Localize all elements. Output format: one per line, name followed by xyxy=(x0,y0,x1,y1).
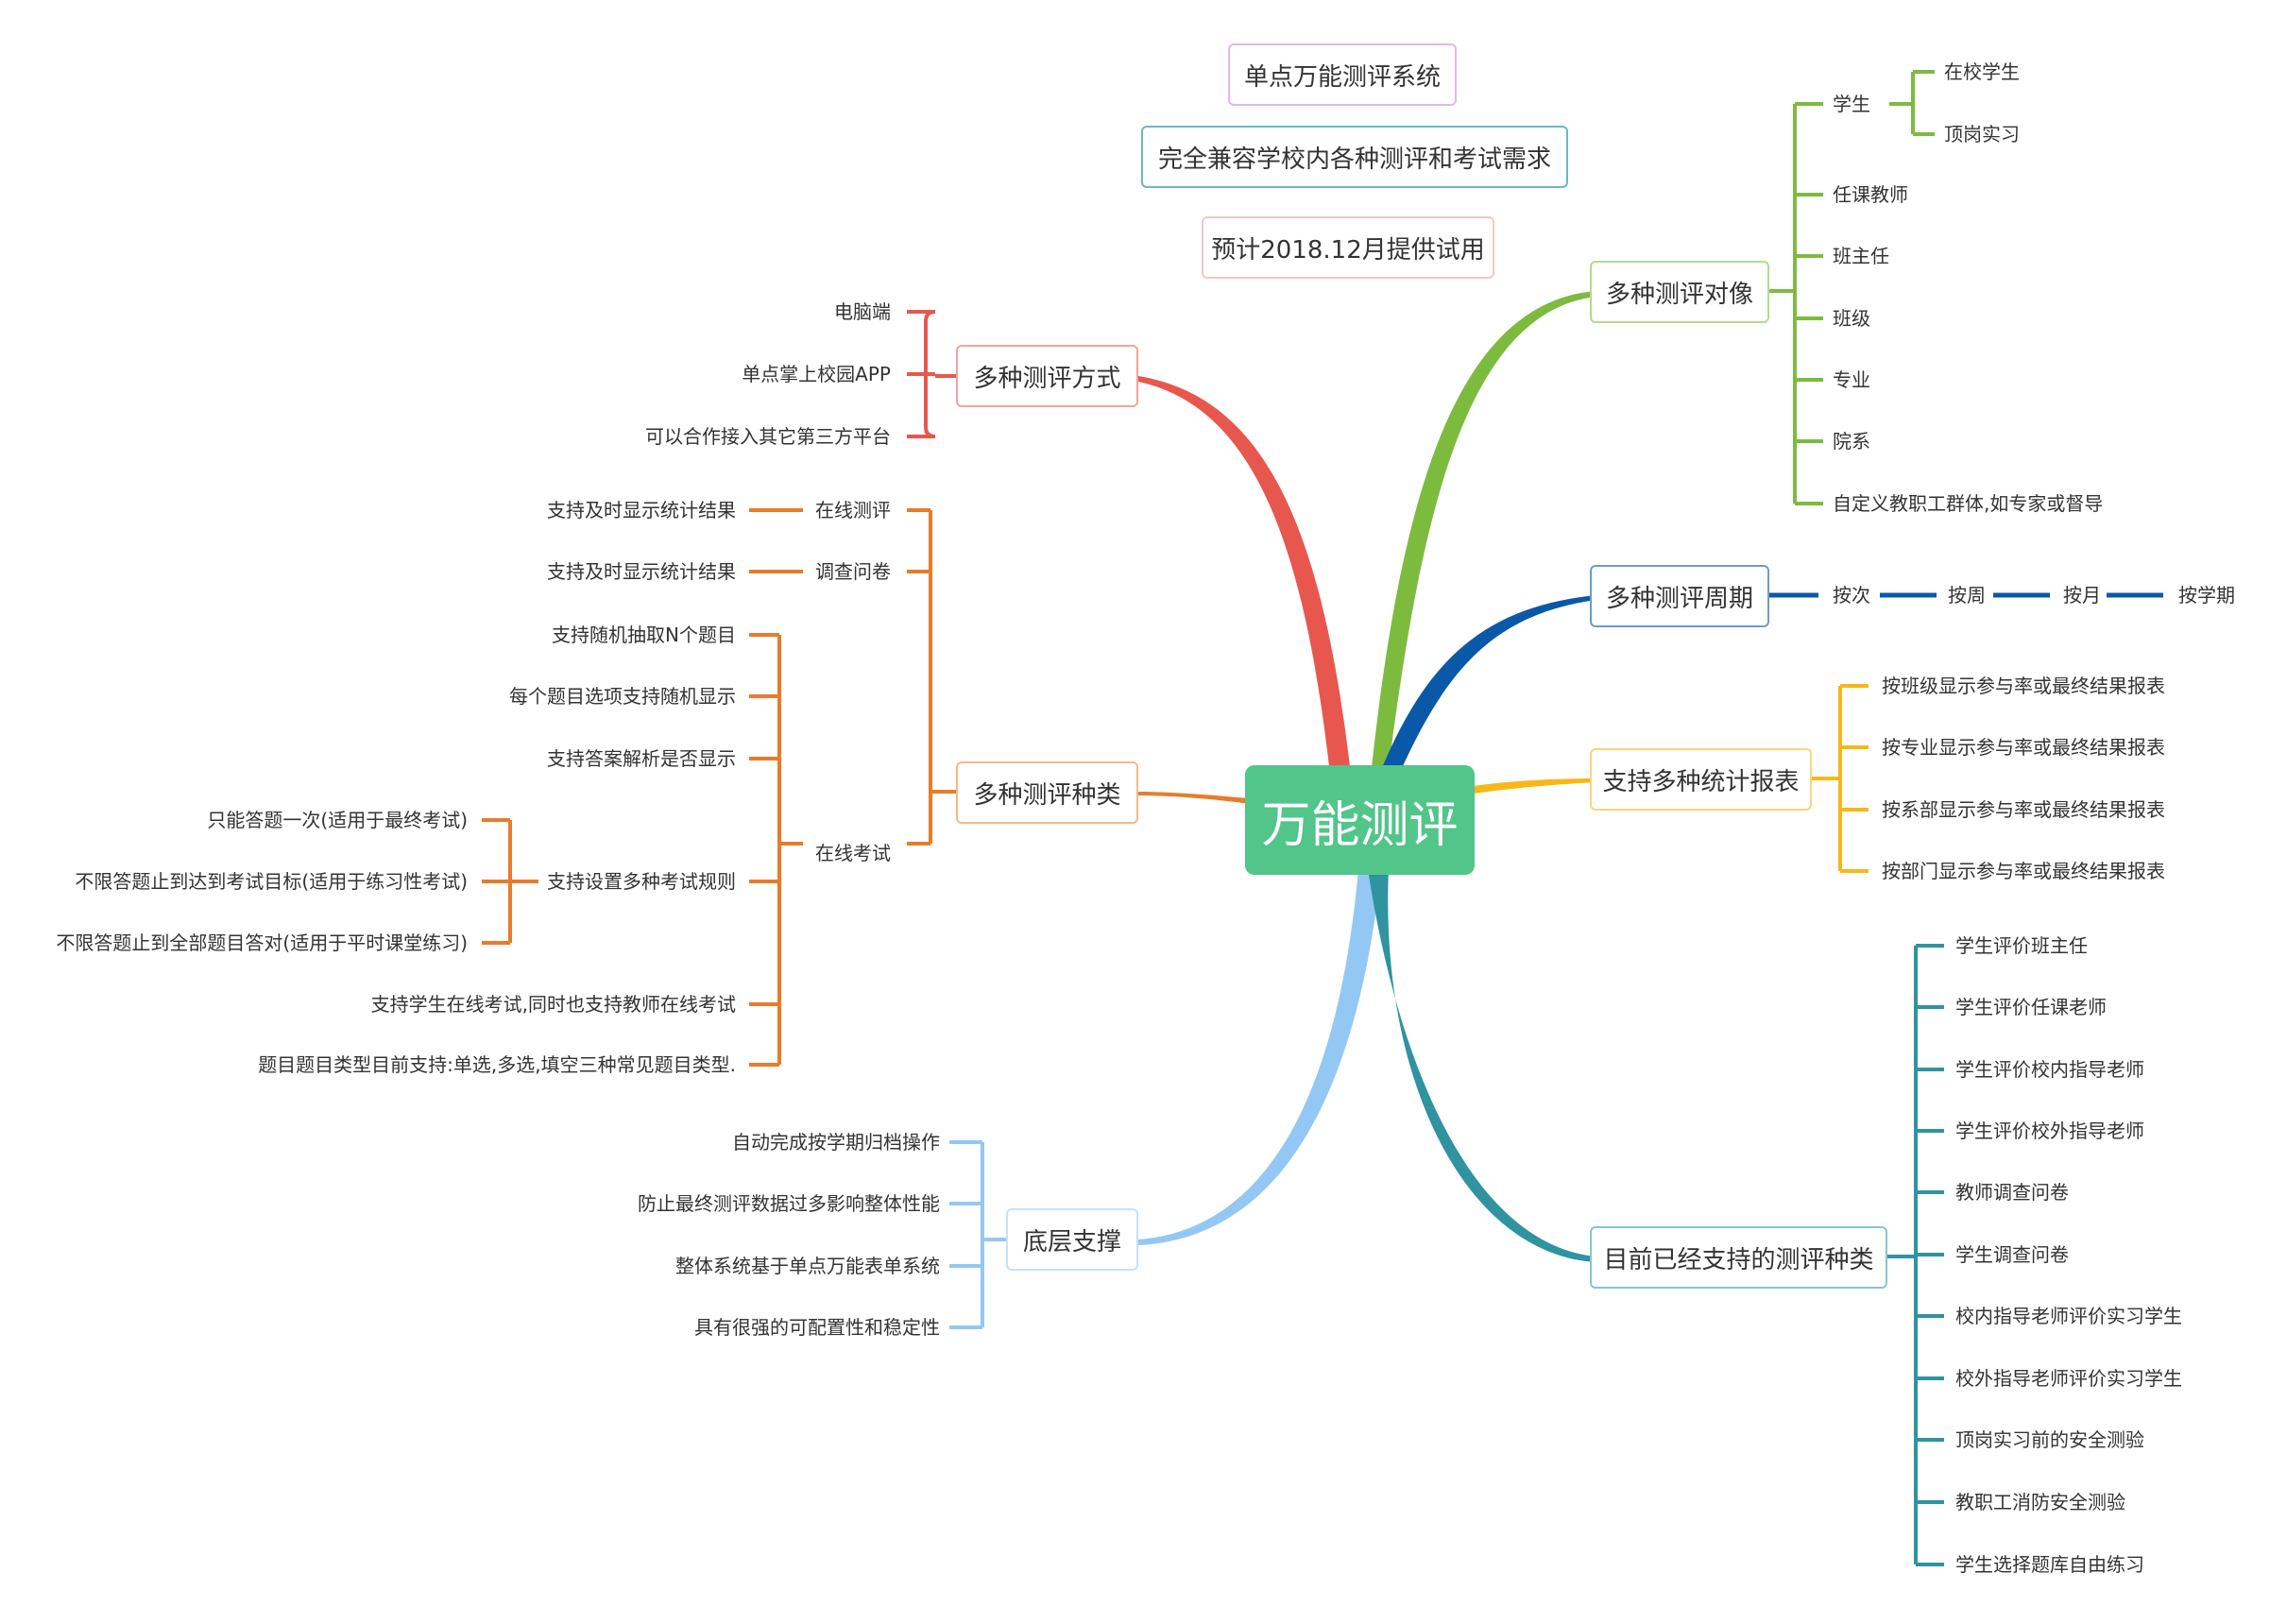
period-item[interactable]: 按周 xyxy=(1948,584,1986,607)
objects-student[interactable]: 学生 xyxy=(1833,93,1870,115)
branch-types xyxy=(1138,792,1256,805)
current-item[interactable]: 学生评价校外指导老师 xyxy=(1955,1120,2144,1142)
types-survey[interactable]: 调查问卷 xyxy=(815,560,891,583)
exam-rule[interactable]: 不限答题止到全部题目答对(适用于平时课堂练习) xyxy=(56,932,468,954)
objects-item[interactable]: 自定义教职工群体,如专家或督导 xyxy=(1833,492,2104,515)
branch-objects xyxy=(1372,291,1596,767)
types-survey-result[interactable]: 支持及时显示统计结果 xyxy=(547,560,736,583)
types-exam[interactable]: 在线考试 xyxy=(815,842,891,864)
node-period[interactable]: 多种测评周期 xyxy=(1590,565,1769,627)
branch-methods xyxy=(1138,376,1351,775)
types-online-eval-result[interactable]: 支持及时显示统计结果 xyxy=(547,499,736,521)
branch-reports xyxy=(1474,778,1596,794)
period-item[interactable]: 按学期 xyxy=(2178,584,2235,607)
current-bracket xyxy=(1887,944,1944,1566)
objects-student-item[interactable]: 顶岗实习 xyxy=(1944,123,2020,145)
support-bracket xyxy=(949,1140,1006,1329)
root-node[interactable]: 万能测评 xyxy=(1245,765,1475,875)
current-item[interactable]: 校外指导老师评价实习学生 xyxy=(1955,1367,2182,1390)
branch-support xyxy=(1138,869,1381,1245)
reports-item[interactable]: 按部门显示参与率或最终结果报表 xyxy=(1882,860,2165,882)
support-item[interactable]: 具有很强的可配置性和稳定性 xyxy=(694,1316,940,1339)
support-item[interactable]: 自动完成按学期归档操作 xyxy=(732,1131,940,1154)
objects-student-item[interactable]: 在校学生 xyxy=(1944,60,2020,83)
objects-item[interactable]: 任课教师 xyxy=(1833,183,1908,206)
node-reports[interactable]: 支持多种统计报表 xyxy=(1590,748,1812,811)
types-online-eval[interactable]: 在线测评 xyxy=(815,499,891,521)
current-item[interactable]: 学生选择题库自由练习 xyxy=(1955,1553,2144,1576)
note-compat: 完全兼容学校内各种测评和考试需求 xyxy=(1141,126,1568,188)
node-objects[interactable]: 多种测评对像 xyxy=(1590,261,1769,323)
exam-item[interactable]: 支持学生在线考试,同时也支持教师在线考试 xyxy=(370,993,736,1016)
methods-item[interactable]: 单点掌上校园APP xyxy=(742,363,891,385)
node-types[interactable]: 多种测评种类 xyxy=(956,761,1138,824)
period-item[interactable]: 按月 xyxy=(2063,584,2101,607)
exam-item[interactable]: 支持答案解析是否显示 xyxy=(547,747,736,770)
node-methods[interactable]: 多种测评方式 xyxy=(956,345,1138,407)
current-item[interactable]: 顶岗实习前的安全测验 xyxy=(1955,1428,2144,1451)
methods-item[interactable]: 可以合作接入其它第三方平台 xyxy=(645,425,891,448)
objects-item[interactable]: 班级 xyxy=(1833,307,1870,330)
branch-period xyxy=(1381,595,1596,777)
current-item[interactable]: 教职工消防安全测验 xyxy=(1955,1491,2125,1513)
current-item[interactable]: 学生评价校内指导老师 xyxy=(1955,1058,2144,1081)
current-item[interactable]: 学生评价班主任 xyxy=(1955,934,2088,957)
current-item[interactable]: 校内指导老师评价实习学生 xyxy=(1955,1305,2182,1327)
objects-item[interactable]: 专业 xyxy=(1833,368,1870,391)
exam-item[interactable]: 支持随机抽取N个题目 xyxy=(552,624,736,646)
current-item[interactable]: 教师调查问卷 xyxy=(1955,1181,2069,1204)
exam-item[interactable]: 题目题目类型目前支持:单选,多选,填空三种常见题目类型. xyxy=(258,1053,736,1076)
node-support[interactable]: 底层支撑 xyxy=(1006,1208,1138,1271)
exam-item[interactable]: 每个题目选项支持随机显示 xyxy=(509,685,736,708)
current-item[interactable]: 学生调查问卷 xyxy=(1955,1243,2069,1266)
period-item[interactable]: 按次 xyxy=(1833,584,1870,607)
objects-bracket xyxy=(1769,70,1935,505)
reports-item[interactable]: 按班级显示参与率或最终结果报表 xyxy=(1882,675,2165,697)
reports-item[interactable]: 按系部显示参与率或最终结果报表 xyxy=(1882,798,2165,821)
methods-bracket xyxy=(907,310,956,438)
current-item[interactable]: 学生评价任课老师 xyxy=(1955,996,2107,1018)
exam-item-rules[interactable]: 支持设置多种考试规则 xyxy=(547,870,736,893)
reports-item[interactable]: 按专业显示参与率或最终结果报表 xyxy=(1882,736,2165,759)
types-bracket xyxy=(482,508,956,1067)
exam-rule[interactable]: 不限答题止到达到考试目标(适用于练习性考试) xyxy=(75,870,468,893)
note-title: 单点万能测评系统 xyxy=(1228,43,1457,106)
reports-bracket xyxy=(1812,684,1869,873)
objects-item[interactable]: 班主任 xyxy=(1833,245,1889,267)
branch-current xyxy=(1368,869,1596,1262)
objects-item[interactable]: 院系 xyxy=(1833,430,1870,453)
node-current[interactable]: 目前已经支持的测评种类 xyxy=(1590,1226,1887,1289)
support-item[interactable]: 防止最终测评数据过多影响整体性能 xyxy=(638,1192,940,1215)
exam-rule[interactable]: 只能答题一次(适用于最终考试) xyxy=(207,809,468,831)
methods-item[interactable]: 电脑端 xyxy=(834,300,891,323)
support-item[interactable]: 整体系统基于单点万能表单系统 xyxy=(675,1255,940,1277)
note-eta: 预计2018.12月提供试用 xyxy=(1202,216,1494,279)
